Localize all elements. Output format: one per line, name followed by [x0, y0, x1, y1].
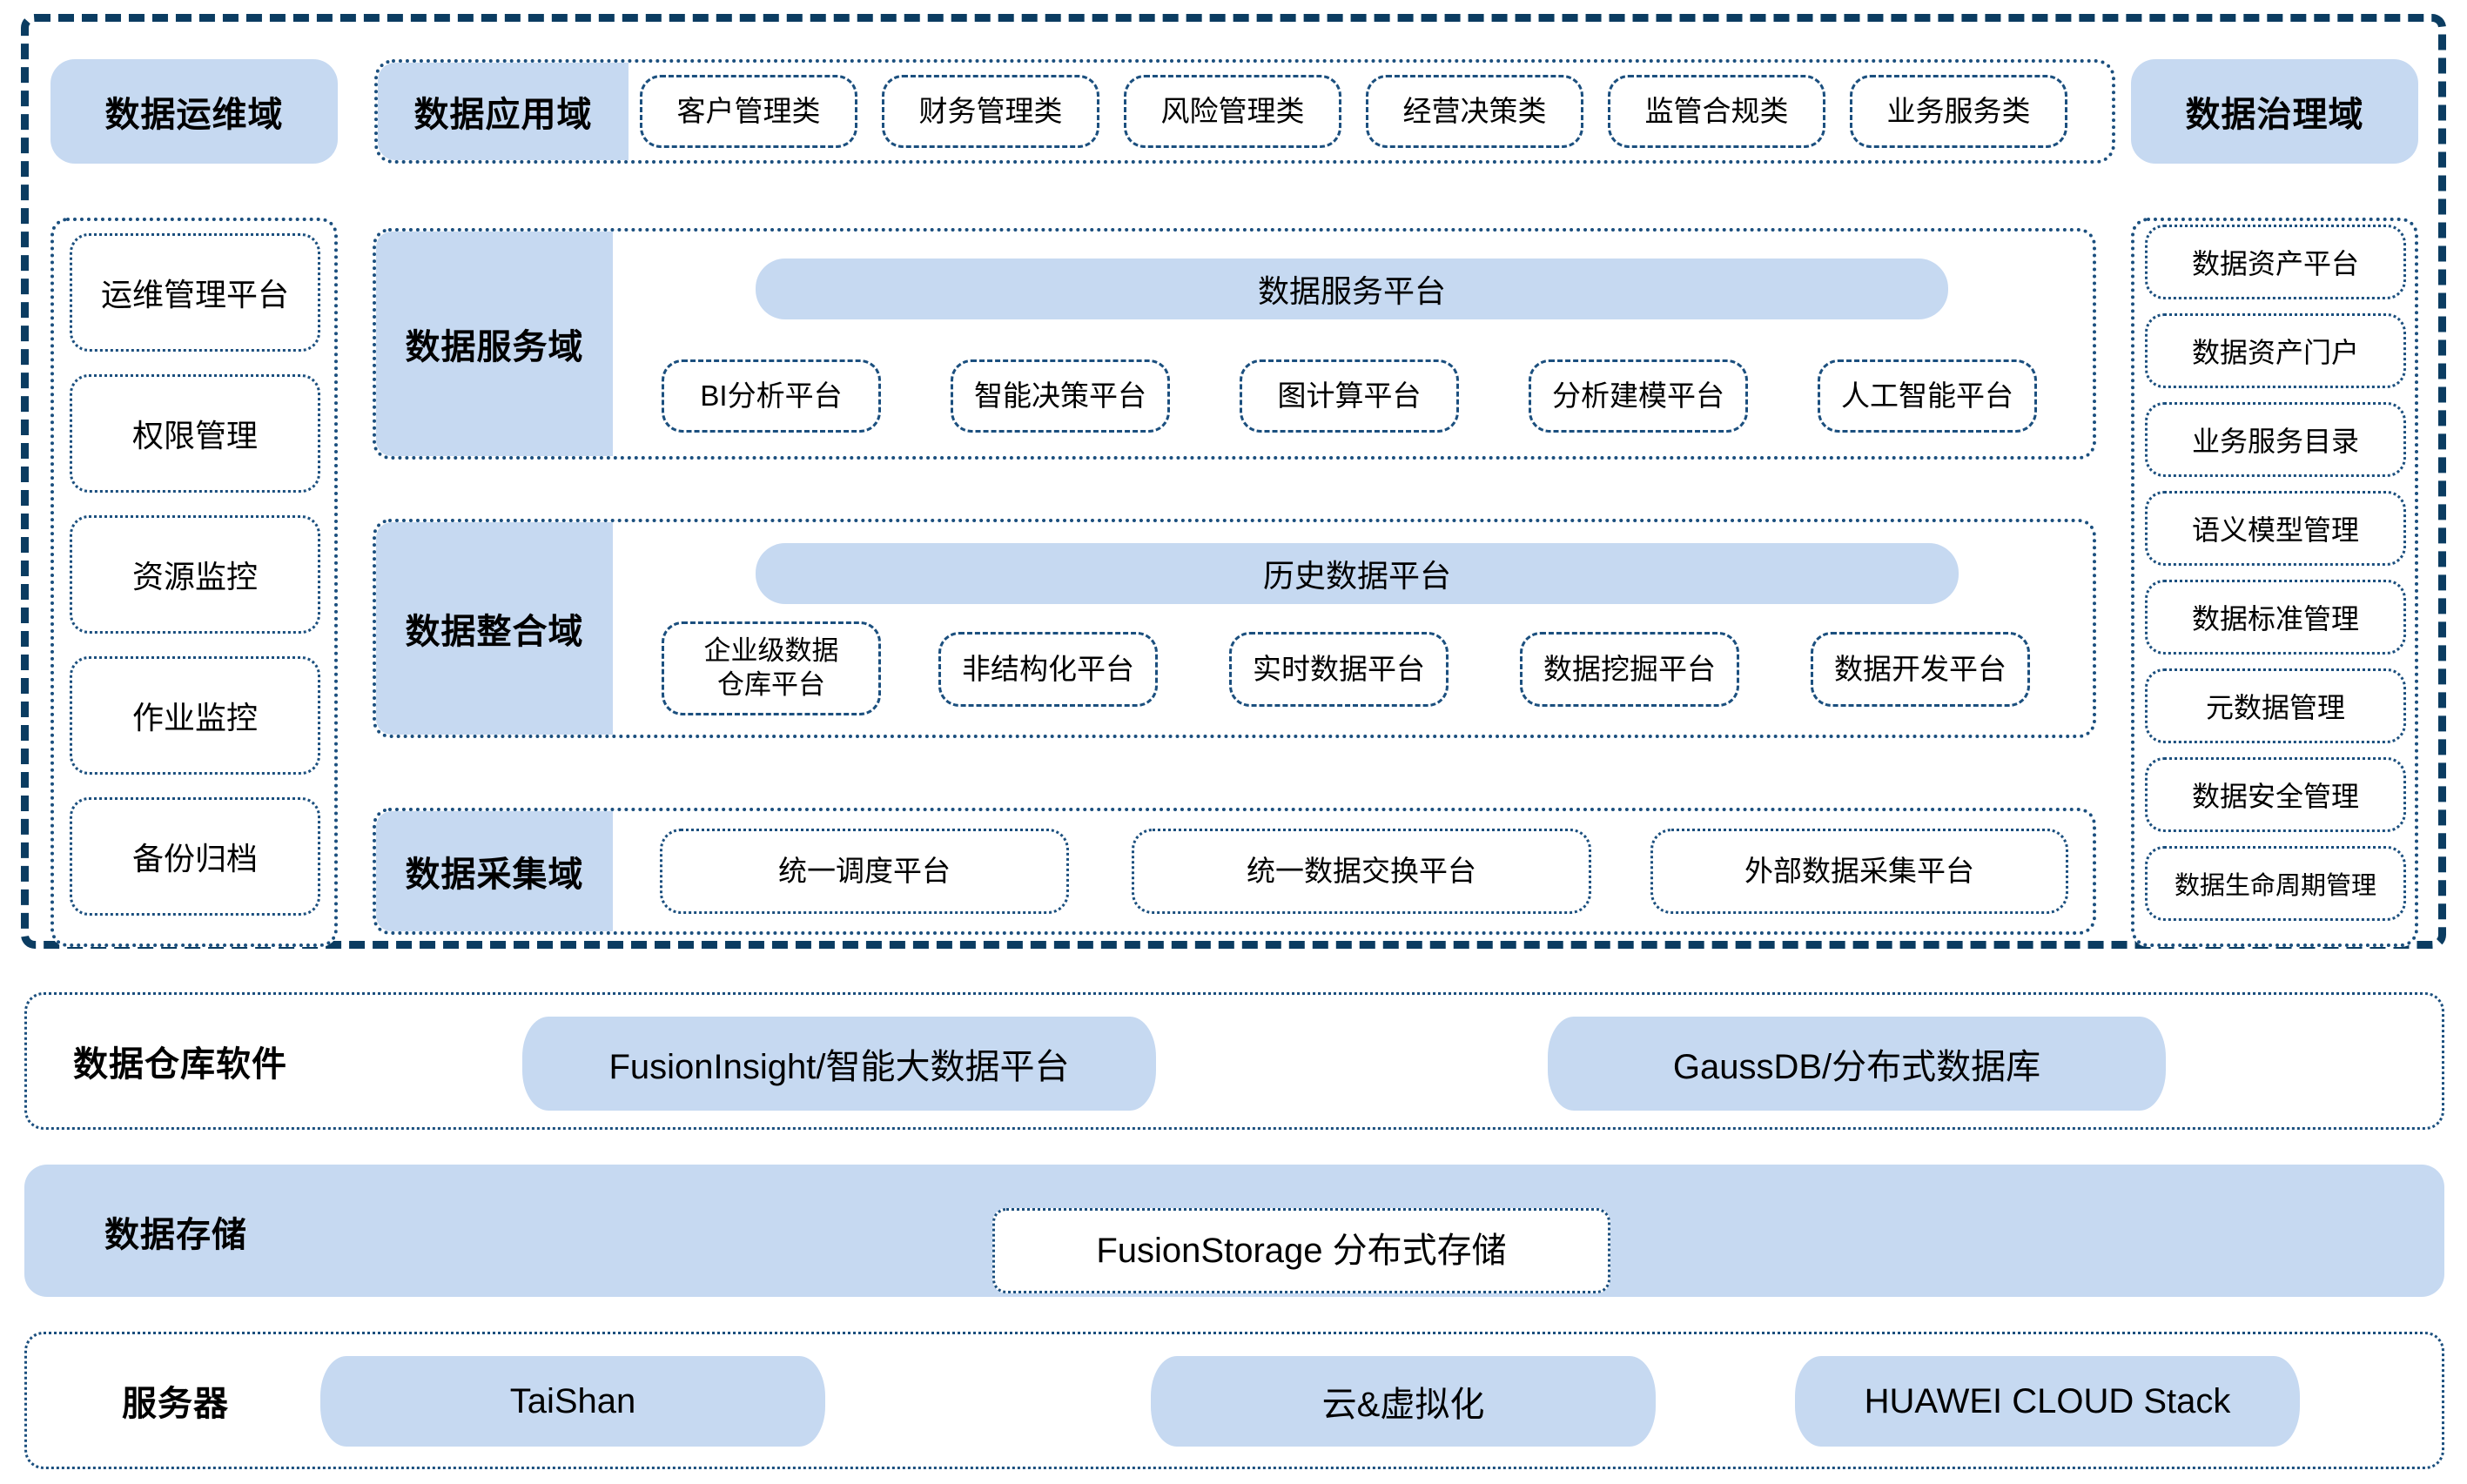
gov-item-label: 数据生命周期管理 [2174, 872, 2376, 900]
collection-item-label: 外部数据采集平台 [1744, 855, 1974, 888]
warehouse-software-title: 数据仓库软件 [73, 1032, 360, 1090]
ops-item-ops-platform[interactable]: 运维管理平台 [70, 233, 320, 352]
app-item-label: 监管合规类 [1644, 95, 1789, 128]
platform-outer-frame [21, 14, 2446, 949]
warehouse-item-label: GaussDB/分布式数据库 [1672, 1048, 2041, 1086]
integration-domain-label-text: 数据整合域 [405, 613, 584, 651]
gov-item-label: 数据安全管理 [2191, 781, 2359, 812]
app-item-compliance[interactable]: 监管合规类 [1608, 75, 1825, 148]
integration-item-edw[interactable]: 企业级数据 仓库平台 [662, 621, 881, 715]
service-domain-banner-text: 数据服务平台 [1257, 273, 1446, 309]
service-item-ai[interactable]: 人工智能平台 [1818, 359, 2037, 433]
collection-item-unified-schedule[interactable]: 统一调度平台 [660, 829, 1069, 914]
app-item-finance[interactable]: 财务管理类 [882, 75, 1099, 148]
integration-item-label: 非结构化平台 [962, 653, 1134, 686]
ops-item-label: 作业监控 [131, 700, 258, 735]
gov-item-label: 数据资产门户 [2191, 337, 2359, 368]
collection-item-external-collect[interactable]: 外部数据采集平台 [1650, 829, 2068, 914]
storage-item-fusionstorage[interactable]: FusionStorage 分布式存储 [992, 1208, 1610, 1293]
service-item-bi[interactable]: BI分析平台 [662, 359, 881, 433]
app-item-label: 经营决策类 [1402, 95, 1547, 128]
gov-item-service-catalog[interactable]: 业务服务目录 [2145, 402, 2406, 477]
ops-item-resource-monitor[interactable]: 资源监控 [70, 515, 320, 634]
integration-item-label: 数据挖掘平台 [1543, 653, 1716, 686]
application-domain-label-text: 数据应用域 [413, 96, 593, 134]
integration-item-unstructured[interactable]: 非结构化平台 [938, 632, 1158, 707]
service-item-label: BI分析平台 [700, 379, 843, 413]
warehouse-item-fusioninsight[interactable]: FusionInsight/智能大数据平台 [522, 1017, 1156, 1111]
app-item-label: 风险管理类 [1160, 95, 1305, 128]
gov-item-label: 语义模型管理 [2191, 514, 2359, 546]
ops-domain-label: 数据运维域 [50, 59, 338, 164]
integration-item-label: 企业级数据 仓库平台 [703, 635, 839, 700]
warehouse-software-title-text: 数据仓库软件 [73, 1045, 287, 1084]
ops-item-backup-archive[interactable]: 备份归档 [70, 797, 320, 916]
service-item-analysis-modeling[interactable]: 分析建模平台 [1529, 359, 1748, 433]
ops-domain-label-text: 数据运维域 [104, 96, 284, 134]
integration-item-label: 实时数据平台 [1253, 653, 1425, 686]
server-item-taishan[interactable]: TaiShan [320, 1356, 825, 1447]
collection-item-label: 统一调度平台 [778, 855, 951, 888]
ops-item-job-monitor[interactable]: 作业监控 [70, 656, 320, 775]
server-title: 服务器 [122, 1372, 348, 1429]
app-item-label: 业务服务类 [1886, 95, 2031, 128]
app-item-decision[interactable]: 经营决策类 [1366, 75, 1583, 148]
server-item-label: TaiShan [509, 1381, 636, 1420]
server-item-cloud-virtualization[interactable]: 云&虚拟化 [1151, 1356, 1656, 1447]
gov-item-label: 数据资产平台 [2191, 248, 2359, 279]
integration-domain-label: 数据整合域 [376, 522, 613, 735]
governance-domain-label-text: 数据治理域 [2185, 96, 2364, 134]
warehouse-item-label: FusionInsight/智能大数据平台 [608, 1048, 1070, 1086]
service-item-label: 智能决策平台 [974, 379, 1146, 413]
ops-item-permission[interactable]: 权限管理 [70, 374, 320, 493]
gov-item-lifecycle[interactable]: 数据生命周期管理 [2145, 846, 2406, 921]
service-item-smart-decision[interactable]: 智能决策平台 [951, 359, 1170, 433]
service-item-label: 图计算平台 [1277, 379, 1422, 413]
service-item-graph-compute[interactable]: 图计算平台 [1240, 359, 1459, 433]
ops-item-label: 资源监控 [131, 559, 258, 594]
gov-item-label: 数据标准管理 [2191, 603, 2359, 635]
server-item-huawei-cloud-stack[interactable]: HUAWEI CLOUD Stack [1795, 1356, 2300, 1447]
integration-item-label: 数据开发平台 [1834, 653, 2007, 686]
ops-item-label: 备份归档 [131, 841, 258, 876]
integration-item-realtime[interactable]: 实时数据平台 [1229, 632, 1449, 707]
app-item-business-service[interactable]: 业务服务类 [1850, 75, 2067, 148]
app-item-label: 客户管理类 [676, 95, 821, 128]
integration-domain-banner: 历史数据平台 [756, 543, 1959, 604]
ops-item-label: 运维管理平台 [100, 277, 289, 312]
server-item-label: 云&虚拟化 [1321, 1386, 1485, 1424]
app-item-label: 财务管理类 [918, 95, 1063, 128]
server-title-text: 服务器 [122, 1385, 229, 1423]
warehouse-item-gaussdb[interactable]: GaussDB/分布式数据库 [1548, 1017, 2166, 1111]
collection-domain-label: 数据采集域 [376, 811, 613, 931]
app-item-risk[interactable]: 风险管理类 [1124, 75, 1341, 148]
service-domain-label: 数据服务域 [376, 232, 613, 456]
gov-item-label: 元数据管理 [2205, 692, 2345, 723]
governance-domain-label: 数据治理域 [2131, 59, 2418, 164]
server-item-label: HUAWEI CLOUD Stack [1864, 1381, 2231, 1420]
storage-item-label: FusionStorage 分布式存储 [1096, 1232, 1507, 1270]
integration-item-development[interactable]: 数据开发平台 [1811, 632, 2030, 707]
service-item-label: 人工智能平台 [1841, 379, 2013, 413]
ops-item-label: 权限管理 [131, 418, 258, 453]
data-storage-title-text: 数据存储 [104, 1216, 247, 1254]
app-item-customer[interactable]: 客户管理类 [640, 75, 857, 148]
gov-item-data-standard[interactable]: 数据标准管理 [2145, 580, 2406, 655]
collection-item-unified-exchange[interactable]: 统一数据交换平台 [1132, 829, 1591, 914]
gov-item-data-security[interactable]: 数据安全管理 [2145, 757, 2406, 832]
gov-item-asset-platform[interactable]: 数据资产平台 [2145, 225, 2406, 299]
collection-item-label: 统一数据交换平台 [1247, 855, 1476, 888]
application-domain-label: 数据应用域 [378, 63, 629, 160]
service-item-label: 分析建模平台 [1552, 379, 1724, 413]
service-domain-label-text: 数据服务域 [405, 328, 584, 366]
gov-item-asset-portal[interactable]: 数据资产门户 [2145, 313, 2406, 388]
integration-item-mining[interactable]: 数据挖掘平台 [1520, 632, 1739, 707]
data-storage-title: 数据存储 [104, 1203, 366, 1260]
integration-domain-banner-text: 历史数据平台 [1262, 558, 1451, 594]
collection-domain-label-text: 数据采集域 [405, 856, 584, 894]
gov-item-semantic-model[interactable]: 语义模型管理 [2145, 491, 2406, 566]
gov-item-metadata[interactable]: 元数据管理 [2145, 668, 2406, 743]
gov-item-label: 业务服务目录 [2191, 426, 2359, 457]
service-domain-banner: 数据服务平台 [756, 259, 1948, 319]
